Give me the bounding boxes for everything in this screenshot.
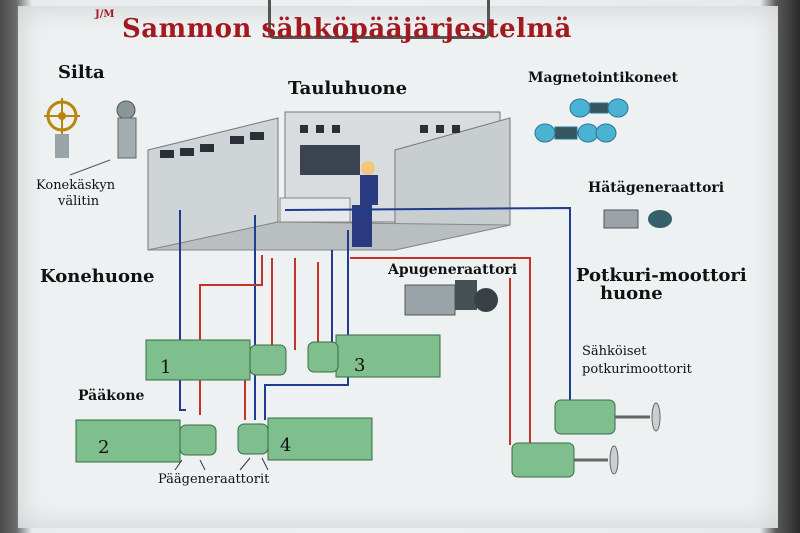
ship-wheel-icon: [44, 98, 80, 158]
label-propulsion-room-1: Potkuri-moottori: [576, 265, 747, 286]
maker-mark: J/M: [95, 9, 115, 20]
label-aux-generator: Apugeneraattori: [388, 262, 518, 278]
engine-number-1: 1: [160, 357, 172, 378]
hanging-clip: [268, 0, 490, 39]
propulsion-motor-upper-icon: [554, 399, 661, 435]
control-room-illustration: [147, 111, 511, 251]
label-electric-motors-1: Sähköiset: [582, 344, 647, 359]
label-engine-room: Konehuone: [40, 266, 155, 287]
engine-telegraph-icon: [116, 100, 137, 159]
emergency-generator-icon: [603, 209, 672, 229]
engine-4-icon: [237, 417, 373, 461]
label-bridge: Silta: [58, 62, 105, 83]
propulsion-motor-lower-icon: [511, 442, 619, 478]
auxiliary-generator-icon: [404, 280, 498, 316]
engine-number-2: 2: [98, 437, 110, 458]
label-main-engine: Pääkone: [78, 388, 145, 404]
magnetizer-machines-icon: [534, 98, 629, 143]
engine-1-icon: [145, 339, 287, 381]
engine-number-4: 4: [280, 435, 292, 456]
label-main-generators: Päägeneraattorit: [158, 472, 270, 487]
engine-3-icon: [307, 334, 441, 378]
label-magnetizers: Magnetointikoneet: [528, 70, 679, 86]
label-propulsion-room-2: huone: [600, 283, 663, 304]
poster-title: Sammon sähköpääjärjestelmä: [122, 14, 572, 44]
label-electric-motors-2: potkurimoottorit: [582, 362, 692, 377]
label-emergency-generator: Hätägeneraattori: [588, 180, 725, 196]
label-telegraph-2: välitin: [58, 194, 100, 209]
engine-2-icon: [75, 419, 217, 463]
label-control-room: Tauluhuone: [288, 78, 408, 99]
label-telegraph-1: Konekäskyn: [36, 178, 116, 193]
engine-number-3: 3: [354, 355, 366, 376]
